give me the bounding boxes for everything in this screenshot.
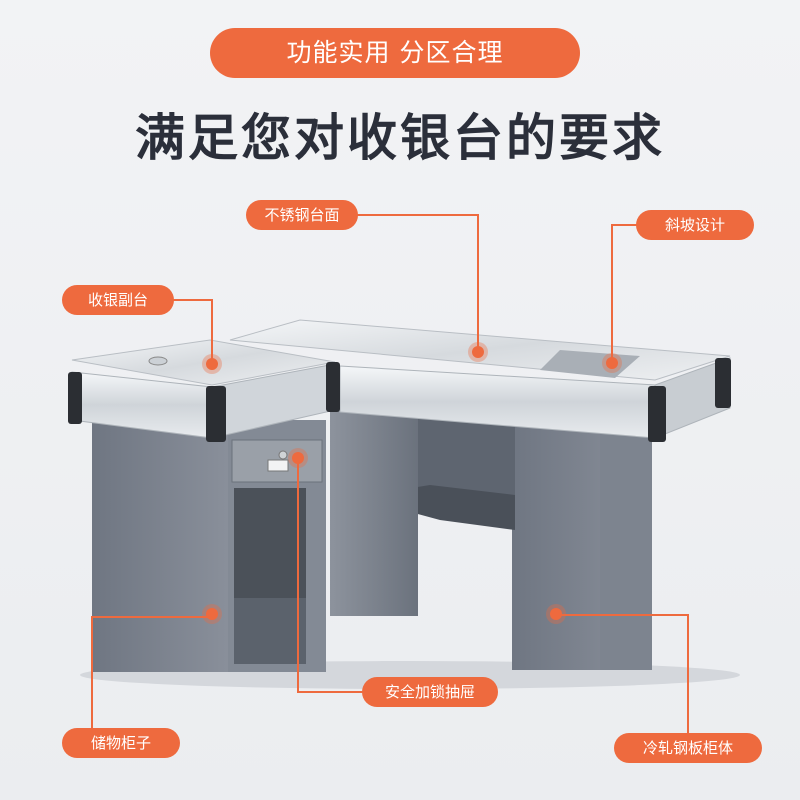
callout-side-counter: 收银副台 <box>62 285 174 315</box>
page-title: 满足您对收银台的要求 <box>135 109 665 167</box>
leader-side-counter-v <box>211 299 213 364</box>
callout-cold-rolled-body: 冷轧钢板柜体 <box>614 733 762 763</box>
leader-storage-v <box>91 616 93 728</box>
side-cabinet <box>92 420 232 672</box>
hotspot-dots <box>202 342 622 624</box>
leader-body-v <box>687 614 689 734</box>
drawer-lock <box>278 450 288 460</box>
leader-stainless-v <box>477 214 479 352</box>
callout-storage-cabinet: 储物柜子 <box>62 728 180 758</box>
corner-cap-main <box>648 386 666 442</box>
right-cabinet-side <box>600 418 652 670</box>
top-lock-button <box>148 356 168 366</box>
corner-cap-left <box>68 372 82 424</box>
leader-body-h <box>556 614 688 616</box>
corner-cap-main-right <box>715 358 731 408</box>
tagline-pill: 功能实用 分区合理 <box>210 28 580 78</box>
callout-lock-drawer: 安全加锁抽屉 <box>362 677 498 707</box>
callout-stainless-top: 不锈钢台面 <box>246 200 358 230</box>
drawer-handle <box>267 459 289 472</box>
leader-drawer-h <box>297 691 365 693</box>
center-cabinet <box>330 408 418 616</box>
corner-cap-side-right <box>326 362 340 412</box>
storage-shelf <box>234 598 306 664</box>
slope-plate <box>540 350 640 378</box>
leader-slope-h <box>612 224 638 226</box>
corner-cap-mid <box>206 386 226 442</box>
callout-slope-design: 斜坡设计 <box>636 210 754 240</box>
leader-stainless-h <box>356 214 478 216</box>
leader-storage-h <box>92 616 212 618</box>
leader-slope-v <box>611 224 613 363</box>
leader-side-counter-h <box>172 299 212 301</box>
tagline-text: 功能实用 分区合理 <box>286 38 504 67</box>
leader-drawer-v <box>297 458 299 692</box>
